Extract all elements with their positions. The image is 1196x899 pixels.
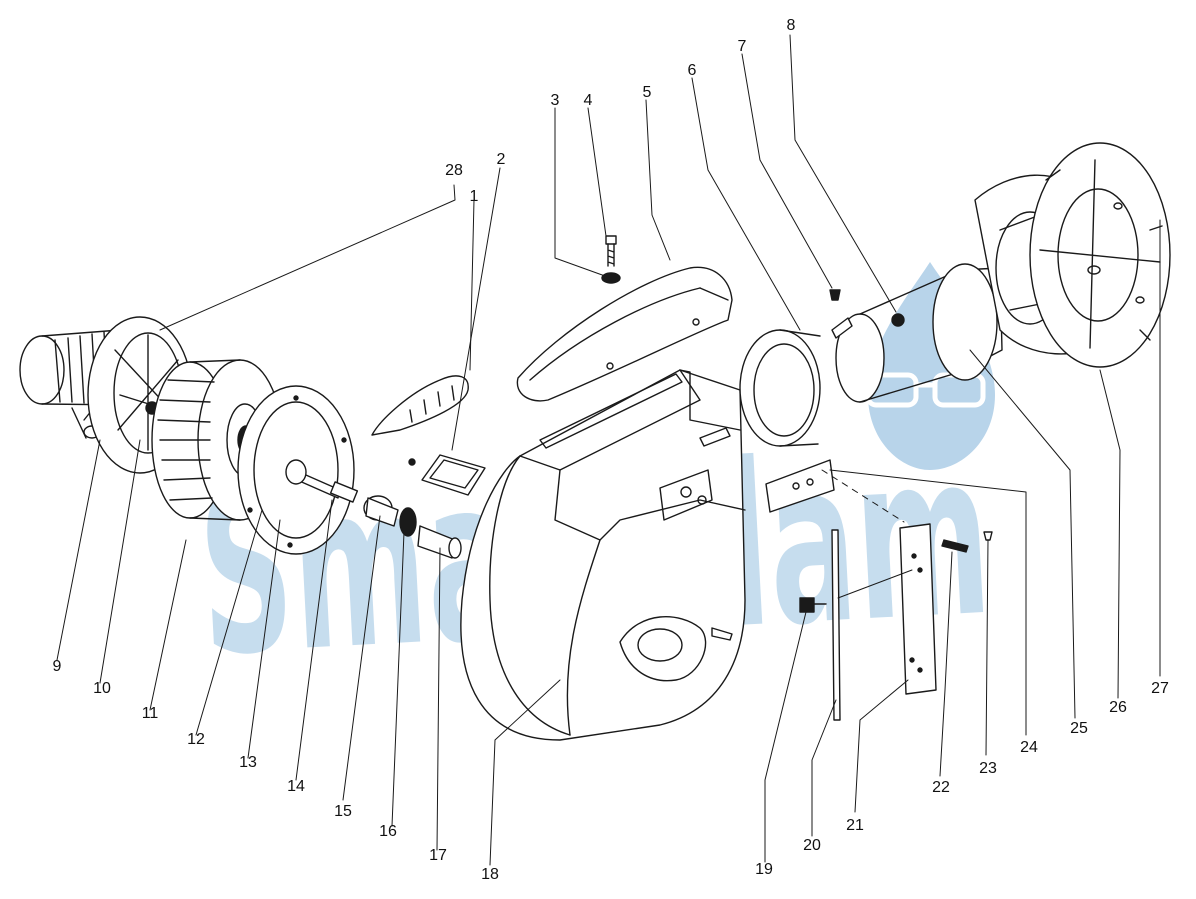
part-14-shaft — [285, 459, 359, 503]
part-19-clip — [799, 597, 827, 613]
callout-23: 23 — [979, 760, 997, 777]
part-3-nut — [601, 272, 621, 284]
leader-17 — [436, 547, 441, 851]
part-16-coupling-insert — [399, 507, 417, 537]
leader-19 — [764, 611, 807, 863]
callout-6: 6 — [687, 62, 697, 79]
callout-5: 5 — [642, 84, 652, 101]
callout-7: 7 — [737, 38, 747, 55]
callout-2: 2 — [496, 151, 506, 168]
leader-25 — [969, 349, 1076, 719]
leader-axis-1 — [821, 469, 905, 523]
leader-4 — [587, 107, 607, 237]
leader-14 — [295, 499, 333, 781]
leader-3 — [554, 107, 606, 277]
leader-20 — [811, 699, 837, 837]
callout-1: 1 — [469, 188, 479, 205]
callout-10: 10 — [93, 680, 111, 697]
callout-11: 11 — [141, 705, 159, 722]
leader-28 — [159, 184, 456, 331]
part-17-pump-coupling — [417, 525, 462, 559]
callout-27: 27 — [1151, 680, 1169, 697]
callout-26: 26 — [1109, 699, 1127, 716]
leader-22 — [939, 551, 953, 777]
leader-lines — [56, 34, 1161, 866]
leader-24 — [829, 469, 1027, 736]
leader-axis-2 — [837, 569, 913, 599]
callout-17: 17 — [429, 847, 447, 864]
leader-18 — [489, 679, 561, 866]
leader-15 — [342, 515, 381, 801]
part-27-flange-plate — [1029, 142, 1171, 368]
part-6-ring — [739, 329, 821, 447]
leader-5 — [645, 99, 671, 261]
callout-13: 13 — [239, 754, 257, 771]
part-7-screw — [829, 289, 841, 301]
part-1-plate — [371, 375, 469, 436]
callout-4: 4 — [583, 92, 593, 109]
callout-12: 12 — [187, 731, 205, 748]
leader-11 — [149, 539, 187, 711]
part-24-plate — [765, 459, 835, 513]
leader-23 — [985, 539, 989, 756]
callout-22: 22 — [932, 779, 950, 796]
part-23-screw — [983, 531, 993, 541]
leader-12 — [195, 509, 263, 736]
callout-28: 28 — [445, 162, 463, 179]
part-25-blast-tube — [831, 263, 1003, 403]
leader-7 — [741, 53, 833, 289]
part-20-rod — [831, 529, 841, 721]
leader-16 — [391, 531, 405, 827]
callout-9: 9 — [52, 658, 62, 675]
leader-26 — [1099, 369, 1121, 699]
leader-8 — [789, 34, 897, 313]
leader-1 — [469, 199, 475, 371]
part-15-coupling — [363, 495, 399, 527]
part-4-screw — [605, 235, 617, 267]
leader-10 — [99, 439, 141, 684]
callout-3: 3 — [550, 92, 560, 109]
part-21-bracket — [899, 523, 937, 695]
leader-6 — [691, 77, 801, 331]
leader-9 — [56, 439, 101, 661]
callout-21: 21 — [846, 817, 864, 834]
part-22-clip — [941, 539, 969, 553]
callout-19: 19 — [755, 861, 773, 878]
callout-18: 18 — [481, 866, 499, 883]
part-2-label-plate — [408, 454, 486, 496]
callout-14: 14 — [287, 778, 305, 795]
callout-8: 8 — [786, 17, 796, 34]
callout-24: 24 — [1020, 739, 1038, 756]
leader-21 — [854, 679, 909, 813]
part-18-housing — [460, 369, 746, 741]
leader-2 — [451, 167, 501, 451]
leader-13 — [247, 519, 281, 759]
callout-15: 15 — [334, 803, 352, 820]
callout-20: 20 — [803, 837, 821, 854]
part-5-intake-cover — [516, 266, 733, 402]
callout-16: 16 — [379, 823, 397, 840]
callout-25: 25 — [1070, 720, 1088, 737]
